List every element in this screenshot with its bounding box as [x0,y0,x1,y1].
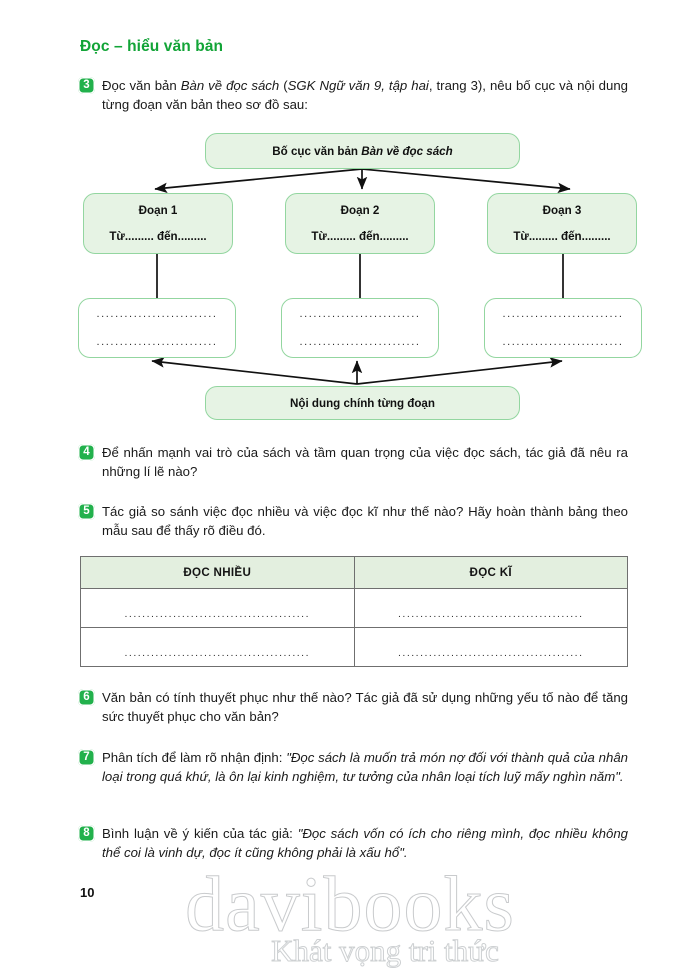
diagram-node-summary: Nội dung chính từng đoạn [205,386,520,420]
q3-part-4: , trang 3), nêu bố cục và nội dung từng … [102,78,628,113]
question-number-badge: 7 [78,749,95,766]
table-cell-r2c1[interactable]: ........................................… [80,627,355,667]
table-cell-r2c2[interactable]: ........................................… [353,627,628,667]
section-2-label: Đoạn 2 [340,204,380,217]
table-cell-dots: ........................................… [397,647,584,659]
q8-part-0: Bình luận về ý kiến của tác giả: [102,826,298,841]
table-header-doc-ki: ĐỌC KĨ [353,556,628,589]
diagram-title-line: Bố cục văn bản Bàn về đọc sách [272,145,452,158]
question-8: 8 Bình luận về ý kiến của tác giả: "Đọc … [78,824,628,863]
question-3: 3 Đọc văn bản Bàn về đọc sách (SGK Ngữ v… [78,76,628,115]
answer-3-line-2: .......................... [502,336,624,348]
diagram-title-italic: Bàn về đọc sách [361,144,453,158]
table-cell-dots: ........................................… [124,608,311,620]
q3-part-1: Bàn về đọc sách [180,78,280,93]
q7-part-0: Phân tích để làm rõ nhận định: [102,750,287,765]
answer-2-line-1: .......................... [299,307,421,320]
question-4: 4 Để nhấn mạnh vai trò của sách và tầm q… [78,443,628,482]
table-header-doc-nhieu: ĐỌC NHIỀU [80,556,355,589]
question-4-text: Để nhấn mạnh vai trò của sách và tầm qua… [102,445,628,480]
table-cell-r1c1[interactable]: ........................................… [80,588,355,628]
section-3-label: Đoạn 3 [542,204,582,217]
diagram-node-title: Bố cục văn bản Bàn về đọc sách [205,133,520,169]
q3-part-3: SGK Ngữ văn 9, tập hai [287,78,429,93]
question-3-text: Đọc văn bản Bàn về đọc sách (SGK Ngữ văn… [78,76,628,115]
table-cell-r1c2[interactable]: ........................................… [353,588,628,628]
section-heading: Đọc – hiểu văn bản [80,38,224,55]
table-row: ........................................… [80,627,628,667]
page-number: 10 [80,885,95,900]
section-1-range: Từ......... đến......... [109,230,207,243]
table-cell-dots: ........................................… [124,647,311,659]
question-5-text: Tác giả so sánh việc đọc nhiều và việc đ… [102,504,628,539]
q8-part-1: "Đọc sách vốn có ích cho riêng mình, đọc… [102,826,628,861]
diagram-node-answer-1[interactable]: .......................... .............… [78,298,236,358]
question-6-text: Văn bản có tính thuyết phục như thế nào?… [102,690,628,725]
question-number-badge: 3 [78,77,95,94]
q3-part-0: Đọc văn bản [102,78,181,93]
question-number-badge: 6 [78,689,95,706]
q7-part-1: "Đọc sách là muốn trả món nợ đối với thà… [102,750,628,785]
answer-3-line-1: .......................... [502,307,624,320]
table-cell-dots: ........................................… [397,608,584,620]
question-7: 7 Phân tích để làm rõ nhận định: "Đọc sá… [78,748,628,787]
diagram-node-answer-2[interactable]: .......................... .............… [281,298,439,358]
diagram-node-section-2: Đoạn 2 Từ......... đến......... [285,193,435,254]
section-1-label: Đoạn 1 [138,204,178,217]
question-5: 5 Tác giả so sánh việc đọc nhiều và việc… [78,502,628,541]
question-number-badge: 5 [78,503,95,520]
question-number-badge: 4 [78,444,95,461]
section-3-range: Từ......... đến......... [513,230,611,243]
question-8-text: Bình luận về ý kiến của tác giả: "Đọc sá… [78,824,628,863]
answer-2-line-2: .......................... [299,336,421,348]
question-number-badge: 8 [78,825,95,842]
summary-label: Nội dung chính từng đoạn [290,396,435,410]
question-7-text: Phân tích để làm rõ nhận định: "Đọc sách… [78,748,628,787]
answer-1-line-1: .......................... [96,307,218,320]
diagram-node-answer-3[interactable]: .......................... .............… [484,298,642,358]
question-6: 6 Văn bản có tính thuyết phục như thế nà… [78,688,628,727]
table-row: ........................................… [80,588,628,628]
diagram-node-section-1: Đoạn 1 Từ......... đến......... [83,193,233,254]
section-2-range: Từ......... đến......... [311,230,409,243]
answer-1-line-2: .......................... [96,336,218,348]
diagram-title-prefix: Bố cục văn bản [272,144,362,158]
q3-part-2: ( [279,78,288,93]
diagram-node-section-3: Đoạn 3 Từ......... đến......... [487,193,637,254]
comparison-table: ĐỌC NHIỀU ĐỌC KĨ .......................… [80,556,628,667]
table-header-row: ĐỌC NHIỀU ĐỌC KĨ [80,556,628,589]
